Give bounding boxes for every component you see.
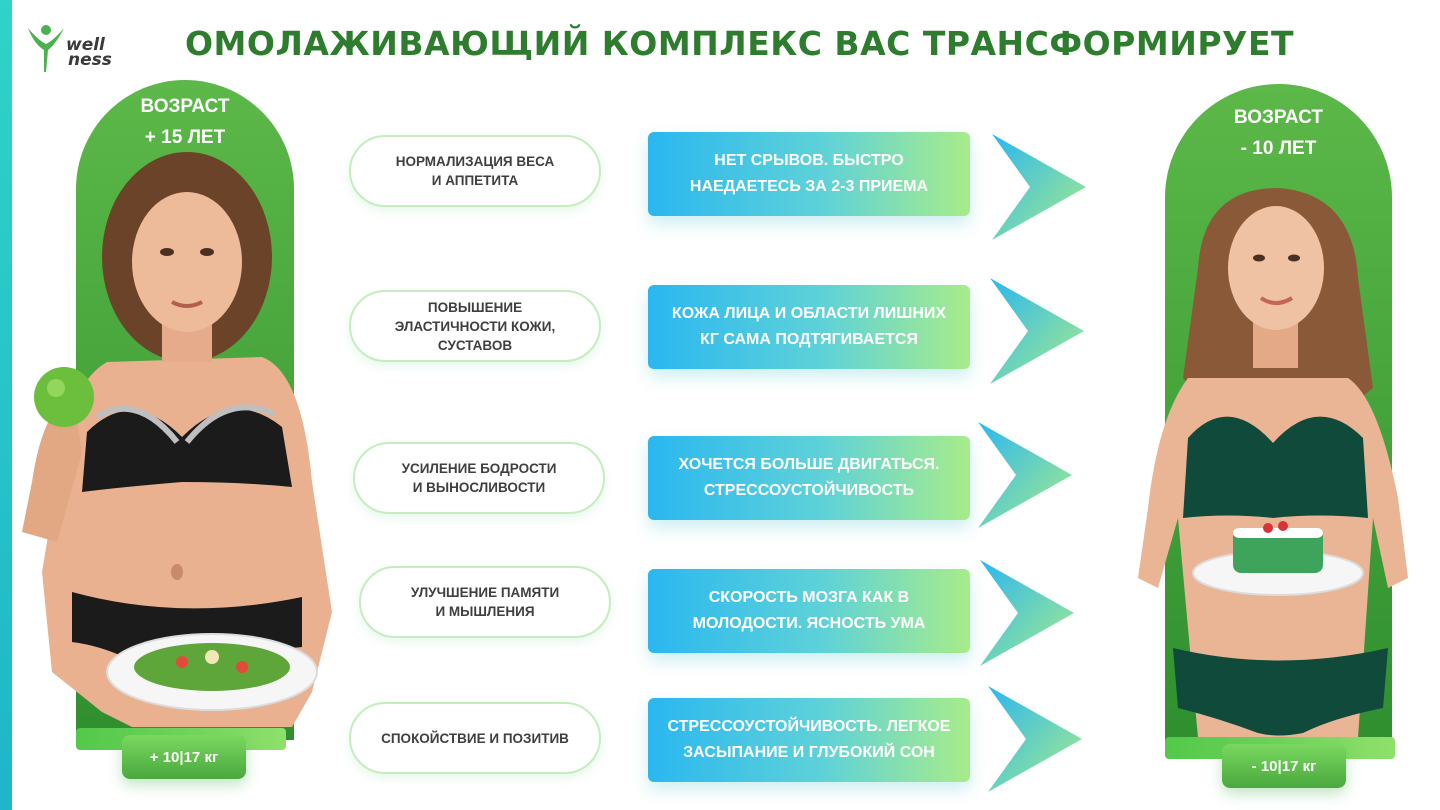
right-age-heading: ВОЗРАСТ (1233, 107, 1324, 128)
wellness-logo: well ness (26, 22, 121, 82)
logo-text-line1: well (66, 35, 105, 55)
benefit-label-line1: ПОВЫШЕНИЕ (427, 299, 523, 315)
benefit-oval: УЛУЧШЕНИЕ ПАМЯТИ И МЫШЛЕНИЯ (359, 566, 611, 638)
result-box: ХОЧЕТСЯ БОЛЬШЕ ДВИГАТЬСЯ. СТРЕССОУСТОЙЧИ… (648, 436, 970, 520)
right-weight-badge: - 10|17 кг (1222, 744, 1346, 788)
benefit-oval: НОРМАЛИЗАЦИЯ ВЕСА И АППЕТИТА (349, 135, 601, 207)
result-line2: МОЛОДОСТИ. ЯСНОСТЬ УМА (692, 615, 926, 632)
benefit-label-line1: СПОКОЙСТВИЕ И ПОЗИТИВ (381, 730, 569, 746)
result-line2: КГ САМА ПОДТЯГИВАЕТСЯ (700, 331, 918, 348)
logo-text-line2: ness (68, 50, 112, 70)
result-line2: ЗАСЫПАНИЕ И ГЛУБОКИЙ СОН (683, 744, 935, 761)
benefit-label-line2: И МЫШЛЕНИЯ (435, 604, 535, 619)
benefit-label-line1: НОРМАЛИЗАЦИЯ ВЕСА (395, 154, 555, 169)
benefit-label-line2: И АППЕТИТА (431, 173, 519, 188)
result-box: НЕТ СРЫВОВ. БЫСТРО НАЕДАЕТЕСЬ ЗА 2-3 ПРИ… (648, 132, 970, 216)
benefit-label-line1: УСИЛЕНИЕ БОДРОСТИ (401, 461, 557, 476)
page-title: ОМОЛАЖИВАЮЩИЙ КОМПЛЕКС ВАС ТРАНСФОРМИРУЕ… (185, 24, 1295, 63)
right-age-label: ВОЗРАСТ - 10 ЛЕТ (1185, 102, 1372, 164)
leaf-person-icon (28, 25, 64, 72)
chevron-right-icon (978, 422, 1072, 528)
chevron-right-icon (990, 278, 1084, 384)
woman-after-photo (1118, 178, 1408, 738)
chevron-right-icon (992, 134, 1086, 240)
benefit-oval: ПОВЫШЕНИЕ ЭЛАСТИЧНОСТИ КОЖИ, СУСТАВОВ (349, 290, 601, 362)
left-accent-strip (0, 0, 12, 810)
left-age-value: + 15 ЛЕТ (144, 127, 226, 148)
chevron-right-icon (988, 686, 1082, 792)
benefit-label-line1: УЛУЧШЕНИЕ ПАМЯТИ (410, 585, 560, 600)
result-box: СКОРОСТЬ МОЗГА КАК В МОЛОДОСТИ. ЯСНОСТЬ … (648, 569, 970, 653)
result-line2: НАЕДАЕТЕСЬ ЗА 2-3 ПРИЕМА (689, 178, 929, 195)
result-line1: ХОЧЕТСЯ БОЛЬШЕ ДВИГАТЬСЯ. (678, 456, 940, 473)
right-age-value: - 10 ЛЕТ (1240, 138, 1317, 159)
benefit-label-line2: ЭЛАСТИЧНОСТИ КОЖИ, (394, 318, 556, 334)
benefit-oval: УСИЛЕНИЕ БОДРОСТИ И ВЫНОСЛИВОСТИ (353, 442, 605, 514)
result-box: КОЖА ЛИЦА И ОБЛАСТИ ЛИШНИХ КГ САМА ПОДТЯ… (648, 285, 970, 369)
result-line1: СКОРОСТЬ МОЗГА КАК В (708, 589, 910, 606)
result-line1: НЕТ СРЫВОВ. БЫСТРО (714, 152, 904, 169)
benefit-label-line2: И ВЫНОСЛИВОСТИ (412, 480, 546, 495)
benefit-oval: СПОКОЙСТВИЕ И ПОЗИТИВ (349, 702, 601, 774)
benefit-label-line3: СУСТАВОВ (437, 337, 513, 353)
left-age-heading: ВОЗРАСТ (140, 96, 230, 117)
chevron-right-icon (980, 560, 1074, 666)
left-weight-badge: + 10|17 кг (122, 735, 246, 779)
left-age-label: ВОЗРАСТ + 15 ЛЕТ (96, 91, 274, 153)
result-line1: СТРЕССОУСТОЙЧИВОСТЬ. ЛЕГКОЕ (667, 718, 951, 735)
result-line2: СТРЕССОУСТОЙЧИВОСТЬ (703, 482, 915, 499)
result-box: СТРЕССОУСТОЙЧИВОСТЬ. ЛЕГКОЕ ЗАСЫПАНИЕ И … (648, 698, 970, 782)
woman-before-photo (12, 152, 342, 727)
result-line1: КОЖА ЛИЦА И ОБЛАСТИ ЛИШНИХ (671, 305, 947, 322)
